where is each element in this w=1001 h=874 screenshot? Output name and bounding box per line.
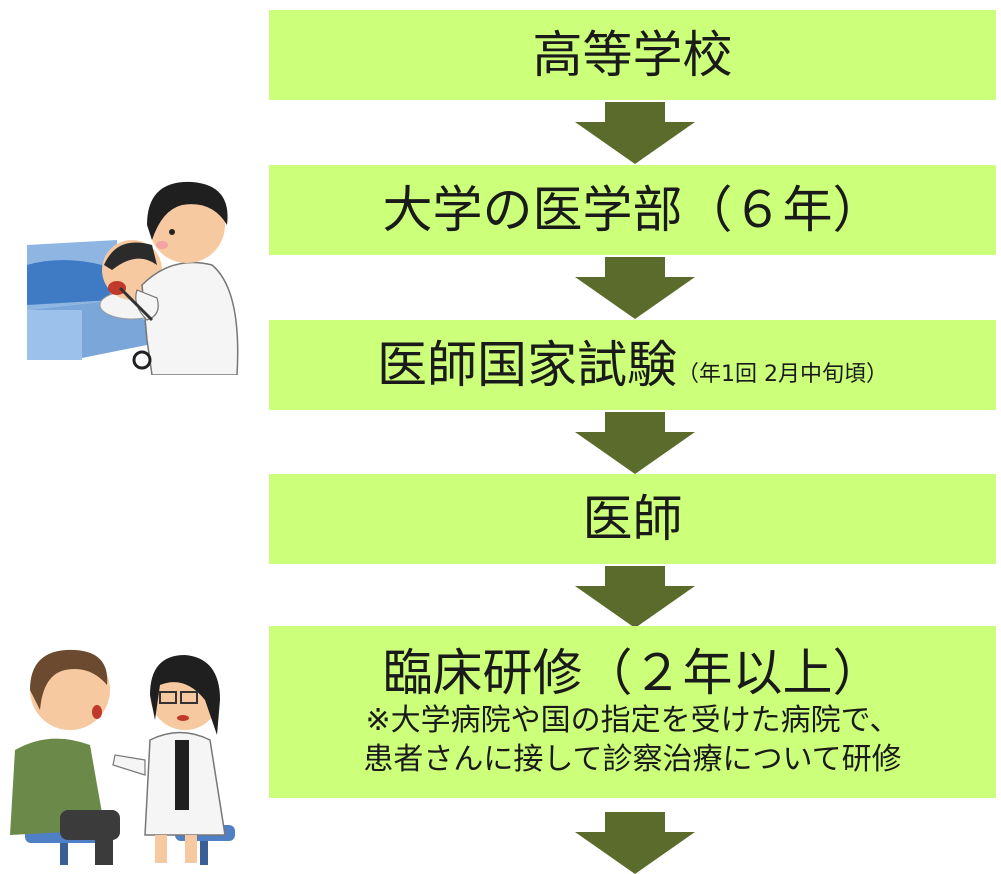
down-arrow-icon (575, 566, 695, 628)
training-note-line-2: 患者さんに接して診察治療について研修 (363, 741, 902, 777)
down-arrow-icon (575, 102, 695, 164)
step-title: 臨床研修（２年以上） (382, 643, 883, 702)
step-box-national-exam: 医師国家試験 （年1回 2月中旬頃） (269, 320, 996, 410)
training-note-line-1: ※大学病院や国の指定を受けた病院で、 (365, 702, 900, 738)
step-title: 医師 (582, 489, 683, 548)
step-box-high-school: 高等学校 (269, 10, 996, 100)
down-arrow-icon (575, 412, 695, 474)
down-arrow-icon (575, 812, 695, 874)
step-title: 高等学校 (532, 25, 733, 84)
doctor-examining-patient-illustration (27, 181, 239, 375)
step-box-medical-school: 大学の医学部（６年） (269, 165, 996, 255)
step-box-clinical-training: 臨床研修（２年以上） ※大学病院や国の指定を受けた病院で、 患者さんに接して診察… (269, 626, 996, 798)
exam-schedule-note: （年1回 2月中旬頃） (677, 362, 888, 387)
step-box-doctor: 医師 (269, 474, 996, 564)
step-title: 医師国家試験 (377, 335, 677, 394)
doctor-consultation-illustration (10, 649, 235, 865)
down-arrow-icon (575, 257, 695, 319)
step-title: 大学の医学部（６年） (382, 180, 883, 239)
